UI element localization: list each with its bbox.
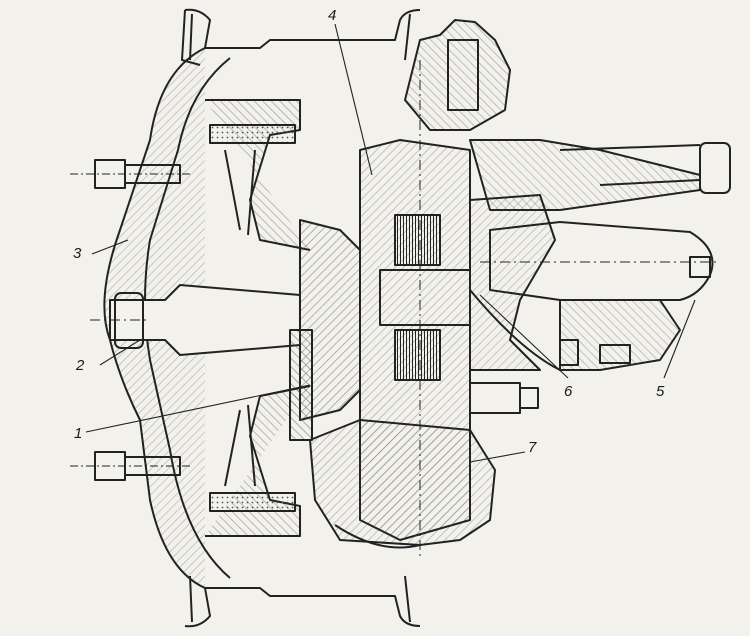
leader-1	[85, 384, 311, 433]
callout-3: 3	[73, 245, 82, 262]
leader-3	[91, 239, 129, 255]
bevel-gear-cup	[469, 194, 561, 371]
top-bolt-housing	[404, 19, 511, 131]
lower-gear-housing	[309, 419, 496, 549]
wheel-rim-lower	[184, 575, 421, 628]
leader-7	[469, 451, 526, 463]
callout-6: 6	[564, 383, 573, 400]
leader-4	[334, 23, 373, 176]
axle-shaft	[90, 284, 301, 356]
leader-6	[479, 294, 569, 379]
callout-4: 4	[328, 7, 337, 24]
hub-carrier	[289, 219, 361, 441]
wheel-stud-upper	[70, 159, 190, 189]
callout-2: 2	[76, 357, 85, 374]
right-flange	[559, 299, 681, 371]
callout-7: 7	[528, 439, 537, 456]
wheel-rim-upper	[181, 8, 421, 66]
callout-5: 5	[656, 383, 665, 400]
leader-2	[99, 339, 141, 366]
leader-5	[663, 299, 696, 379]
right-bolt	[469, 382, 539, 414]
wheel-stud-lower	[70, 451, 190, 481]
hub-housing-lower	[205, 385, 311, 537]
hub-housing-upper	[205, 99, 311, 251]
callout-1: 1	[74, 425, 83, 442]
